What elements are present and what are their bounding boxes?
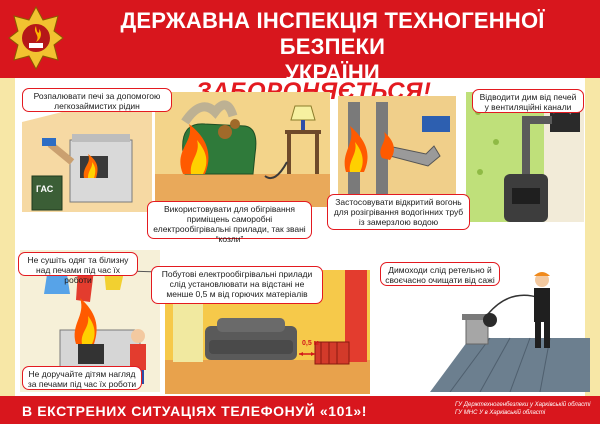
- org-line-2: ГУ МНС У в Харківській області: [455, 410, 546, 416]
- open-fire-pipes-scene: [338, 96, 456, 196]
- organization-credit: ГУ Держтехногенбезпеки у Харківській обл…: [455, 401, 590, 417]
- homemade-heater-scene: [155, 92, 330, 207]
- distance-label: 0,5 м: [302, 340, 319, 347]
- note-heater-distance: Побутові електрообігрівальні прилади слі…: [151, 266, 323, 304]
- header-banner: ДЕРЖАВНА ІНСПЕКЦІЯ ТЕХНОГЕННОЇ БЕЗПЕКИ У…: [0, 0, 600, 85]
- note-ventilation: Відводити дим від печей у вентиляційні к…: [472, 89, 584, 113]
- emergency-phone-text: В ЕКСТРЕНИХ СИТУАЦІЯХ ТЕЛЕФОНУЙ «101»!: [22, 403, 368, 419]
- page-title-line1: ДЕРЖАВНА ІНСПЕКЦІЯ ТЕХНОГЕННОЇ БЕЗПЕКИ: [120, 8, 545, 59]
- chimney-sweep-scene: [430, 272, 590, 392]
- fire-service-emblem-icon: [8, 6, 64, 70]
- note-open-fire-pipes: Застосовувати відкритий вогонь для розіг…: [327, 194, 470, 230]
- ventilation-scene: [466, 92, 584, 222]
- note-chimney-clean: Димоходи слід ретельно й своєчасно очища…: [380, 262, 500, 286]
- note-drying-clothes: Не сушіть одяг та білизну над печами під…: [18, 252, 138, 285]
- note-homemade-heaters: Використовувати для обігрівання приміщен…: [147, 201, 312, 244]
- footer-banner: [0, 396, 600, 424]
- org-line-1: ГУ Держтехногенбезпеки у Харківській обл…: [455, 402, 591, 408]
- stove-fuel-scene: ГАС: [22, 102, 152, 212]
- note-stove-fuel: Розпалювати печі за допомогою легкозайми…: [22, 88, 172, 112]
- note-children: Не доручайте дітям нагляд за печами під …: [22, 366, 142, 390]
- gas-can-label: ГАС: [36, 184, 54, 194]
